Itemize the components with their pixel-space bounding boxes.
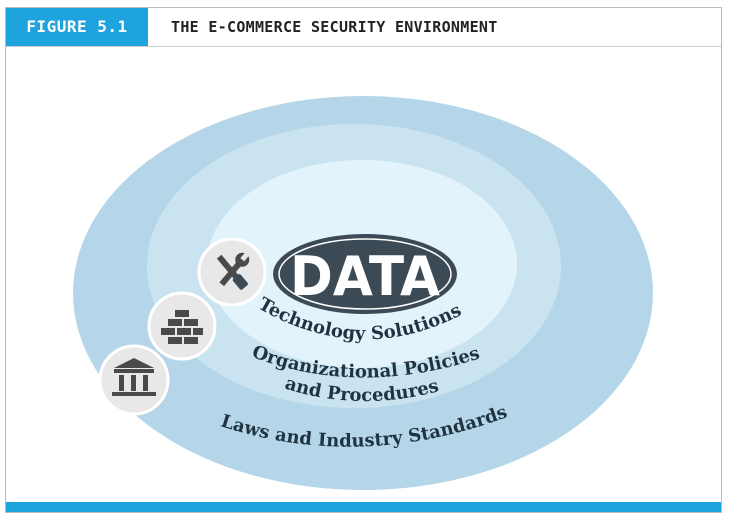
data-core-oval bbox=[273, 234, 457, 314]
figure-number: FIGURE 5.1 bbox=[6, 8, 148, 46]
figure-header: FIGURE 5.1 THE E-COMMERCE SECURITY ENVIR… bbox=[6, 8, 721, 47]
bottom-accent-bar bbox=[6, 502, 721, 512]
wrench-screwdriver-icon bbox=[197, 237, 267, 307]
courthouse-icon bbox=[98, 344, 170, 416]
brick-wall-icon bbox=[147, 291, 217, 361]
data-label: DATA bbox=[290, 245, 440, 308]
data-core-outline bbox=[278, 238, 452, 310]
figure-title: THE E-COMMERCE SECURITY ENVIRONMENT bbox=[171, 18, 498, 36]
